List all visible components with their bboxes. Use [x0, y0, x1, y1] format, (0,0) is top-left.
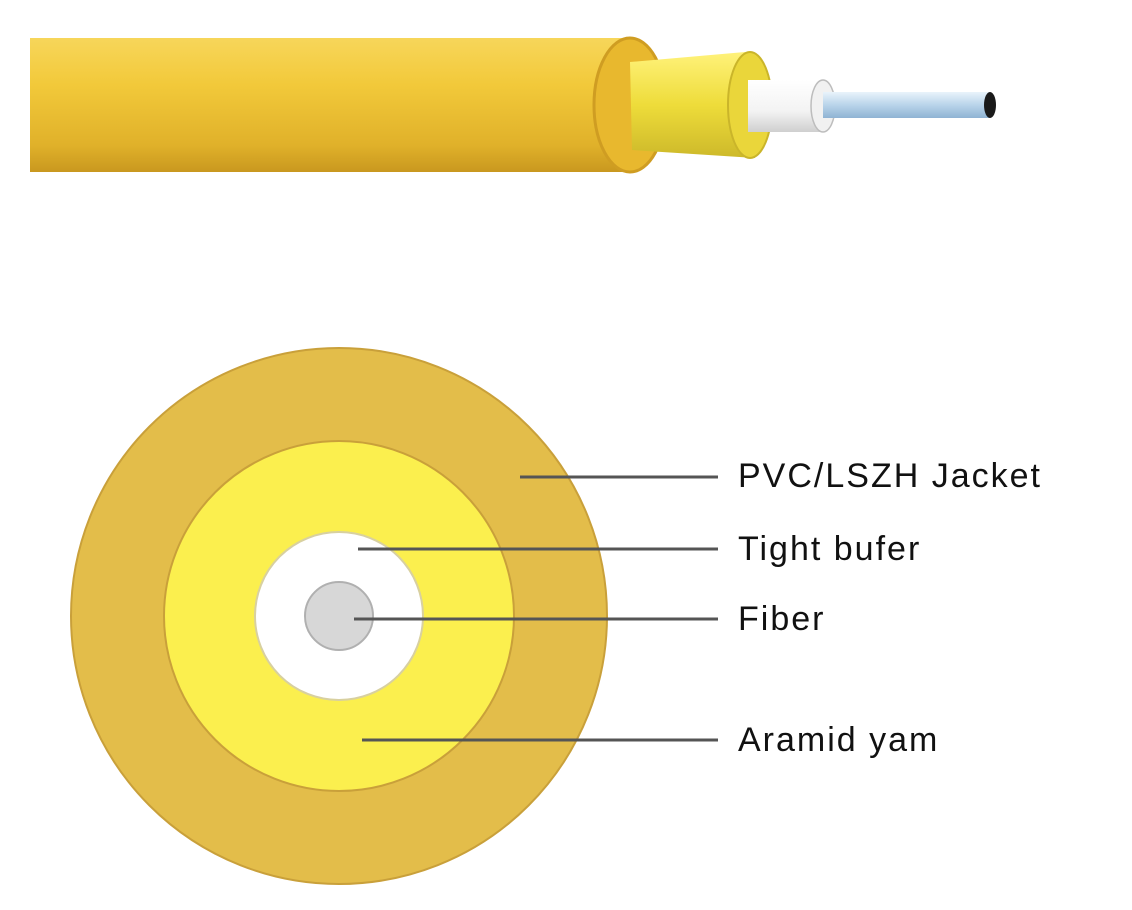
cable-side-view	[30, 36, 996, 174]
fiber-core	[304, 581, 374, 651]
leader-lines	[354, 475, 718, 742]
cable-fiber	[823, 92, 990, 118]
label-aramid-yarn: Aramid yam	[738, 721, 940, 759]
label-tight-buffer: Tight bufer	[738, 530, 922, 568]
cable-tight-buffer	[748, 80, 823, 132]
cable-jacket	[30, 38, 630, 172]
cable-aramid-yarn	[630, 52, 755, 158]
cable-cross-section	[70, 347, 608, 885]
label-jacket: PVC/LSZH Jacket	[738, 457, 1042, 495]
cable-fiber-tip	[984, 92, 996, 118]
label-fiber: Fiber	[738, 600, 826, 638]
